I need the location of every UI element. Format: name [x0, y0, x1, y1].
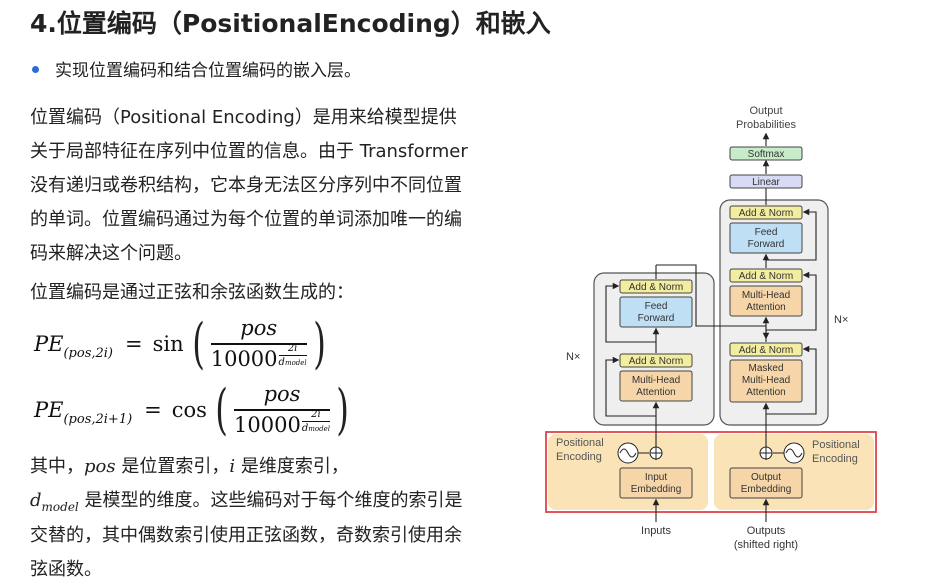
formula-lhs-subscript: (pos,2i+1) — [63, 412, 133, 428]
right-paren: ) — [312, 311, 326, 375]
svg-text:Feed: Feed — [645, 301, 668, 312]
svg-text:Feed: Feed — [755, 227, 778, 238]
svg-text:Embedding: Embedding — [741, 484, 792, 495]
left-paren: ( — [215, 377, 228, 441]
inputs-label: Inputs — [641, 525, 671, 537]
formula-lhs: PE — [34, 397, 64, 422]
exponent-bar — [301, 420, 330, 422]
bullet-item: 实现位置编码和结合位置编码的嵌入层。 — [32, 56, 361, 81]
formula-lhs-subscript: (pos,2i) — [63, 346, 113, 362]
svg-text:Attention: Attention — [636, 387, 675, 398]
decoder-add-norm-top — [729, 205, 803, 220]
exponent-bar — [278, 354, 307, 356]
svg-text:Encoding: Encoding — [556, 451, 602, 463]
svg-text:Softmax: Softmax — [748, 149, 785, 160]
bullet-dot-icon — [32, 65, 39, 73]
exponent-numerator: 2i — [287, 342, 298, 354]
math-pos: pos — [84, 456, 116, 477]
svg-text:Add & Norm: Add & Norm — [739, 271, 793, 282]
formula-function: sin — [152, 331, 184, 356]
formula-cos: PE(pos,2i+1) = cos ( pos 10000 2i dmodel… — [34, 382, 353, 438]
svg-text:Input: Input — [645, 472, 667, 483]
svg-text:Positional: Positional — [556, 437, 604, 449]
svg-text:Linear: Linear — [752, 177, 780, 188]
section-title: 4.位置编码（PositionalEncoding）和嵌入 — [30, 9, 551, 38]
encoder-nx-label: N× — [566, 351, 580, 363]
encoder-add-norm-top — [619, 279, 693, 294]
transformer-diagram: Add & Norm Feed Forward Add & Norm Multi… — [545, 105, 877, 551]
svg-text:Probabilities: Probabilities — [736, 119, 796, 131]
decoder-nx-label: N× — [834, 314, 848, 326]
formula-sin: PE(pos,2i) = sin ( pos 10000 2i dmodel ) — [34, 316, 330, 372]
softmax-block — [729, 146, 803, 161]
fraction: pos 10000 2i dmodel — [210, 316, 307, 372]
encoder-add-norm-bottom — [619, 353, 693, 368]
bullet-text: 实现位置编码和结合位置编码的嵌入层。 — [55, 61, 361, 81]
left-paren: ( — [191, 311, 205, 375]
decoder-add-norm-mid — [729, 268, 803, 283]
input-embedding — [619, 467, 693, 499]
decoder-add-norm-bottom — [729, 342, 803, 357]
linear-block — [729, 174, 803, 189]
pe-highlight-frame — [545, 431, 877, 513]
exponent-denominator: dmodel — [278, 356, 307, 368]
svg-text:Attention: Attention — [746, 387, 785, 398]
formula-equals: = — [125, 331, 143, 356]
svg-text:Multi-Head: Multi-Head — [632, 375, 680, 386]
exponent-fraction: 2i dmodel — [301, 408, 330, 434]
svg-text:Output: Output — [751, 472, 781, 483]
svg-text:Forward: Forward — [638, 313, 675, 324]
decoder-feed-forward — [729, 222, 803, 254]
right-paren: ) — [336, 377, 349, 441]
decoder-masked-attention — [729, 359, 803, 403]
outputs-label: Outputs — [747, 525, 786, 537]
formula-function: cos — [171, 397, 207, 422]
svg-text:Multi-Head: Multi-Head — [742, 375, 790, 386]
encoder-feed-forward — [619, 296, 693, 328]
svg-text:Encoding: Encoding — [812, 453, 858, 465]
svg-text:Embedding: Embedding — [631, 484, 682, 495]
exponent-numerator: 2i — [311, 408, 321, 420]
outputs-shifted-label: (shifted right) — [734, 539, 798, 551]
exponent-fraction: 2i dmodel — [278, 342, 307, 368]
fraction-denominator: 10000 2i dmodel — [210, 342, 307, 372]
paragraph-explanation: 其中，pos 是位置索引，i 是维度索引，dmodel 是模型的维度。这些编码对… — [30, 456, 463, 580]
svg-text:Add & Norm: Add & Norm — [629, 282, 683, 293]
fraction-numerator: pos — [263, 382, 301, 406]
svg-text:Attention: Attention — [746, 302, 785, 313]
exponent-denominator: dmodel — [301, 422, 330, 434]
math-d-model: dmodel — [30, 490, 79, 514]
svg-text:Multi-Head: Multi-Head — [742, 290, 790, 301]
svg-text:Add & Norm: Add & Norm — [739, 345, 793, 356]
formula-equals: = — [144, 397, 162, 422]
svg-text:Forward: Forward — [748, 239, 785, 250]
fraction-bar — [210, 343, 307, 345]
math-i: i — [229, 456, 236, 477]
output-probabilities-label: Output — [749, 105, 782, 117]
fraction-bar — [234, 409, 330, 411]
denominator-base: 10000 — [234, 412, 301, 437]
svg-text:Add & Norm: Add & Norm — [739, 208, 793, 219]
svg-text:Masked: Masked — [748, 363, 783, 374]
fraction-denominator: 10000 2i dmodel — [234, 408, 330, 438]
svg-text:Add & Norm: Add & Norm — [629, 356, 683, 367]
paragraph-sin-cos-intro: 位置编码是通过正弦和余弦函数生成的： — [30, 282, 354, 303]
fraction-numerator: pos — [240, 316, 278, 340]
encoder-multi-head-attention — [619, 370, 693, 402]
decoder-multi-head-attention — [729, 285, 803, 317]
svg-text:Positional: Positional — [812, 439, 860, 451]
paragraph-positional-encoding-intro: 位置编码（Positional Encoding）是用来给模型提供关于局部特征在… — [30, 107, 468, 264]
output-embedding — [729, 467, 803, 499]
formula-lhs: PE — [34, 331, 64, 356]
fraction: pos 10000 2i dmodel — [234, 382, 330, 438]
denominator-base: 10000 — [210, 346, 278, 371]
